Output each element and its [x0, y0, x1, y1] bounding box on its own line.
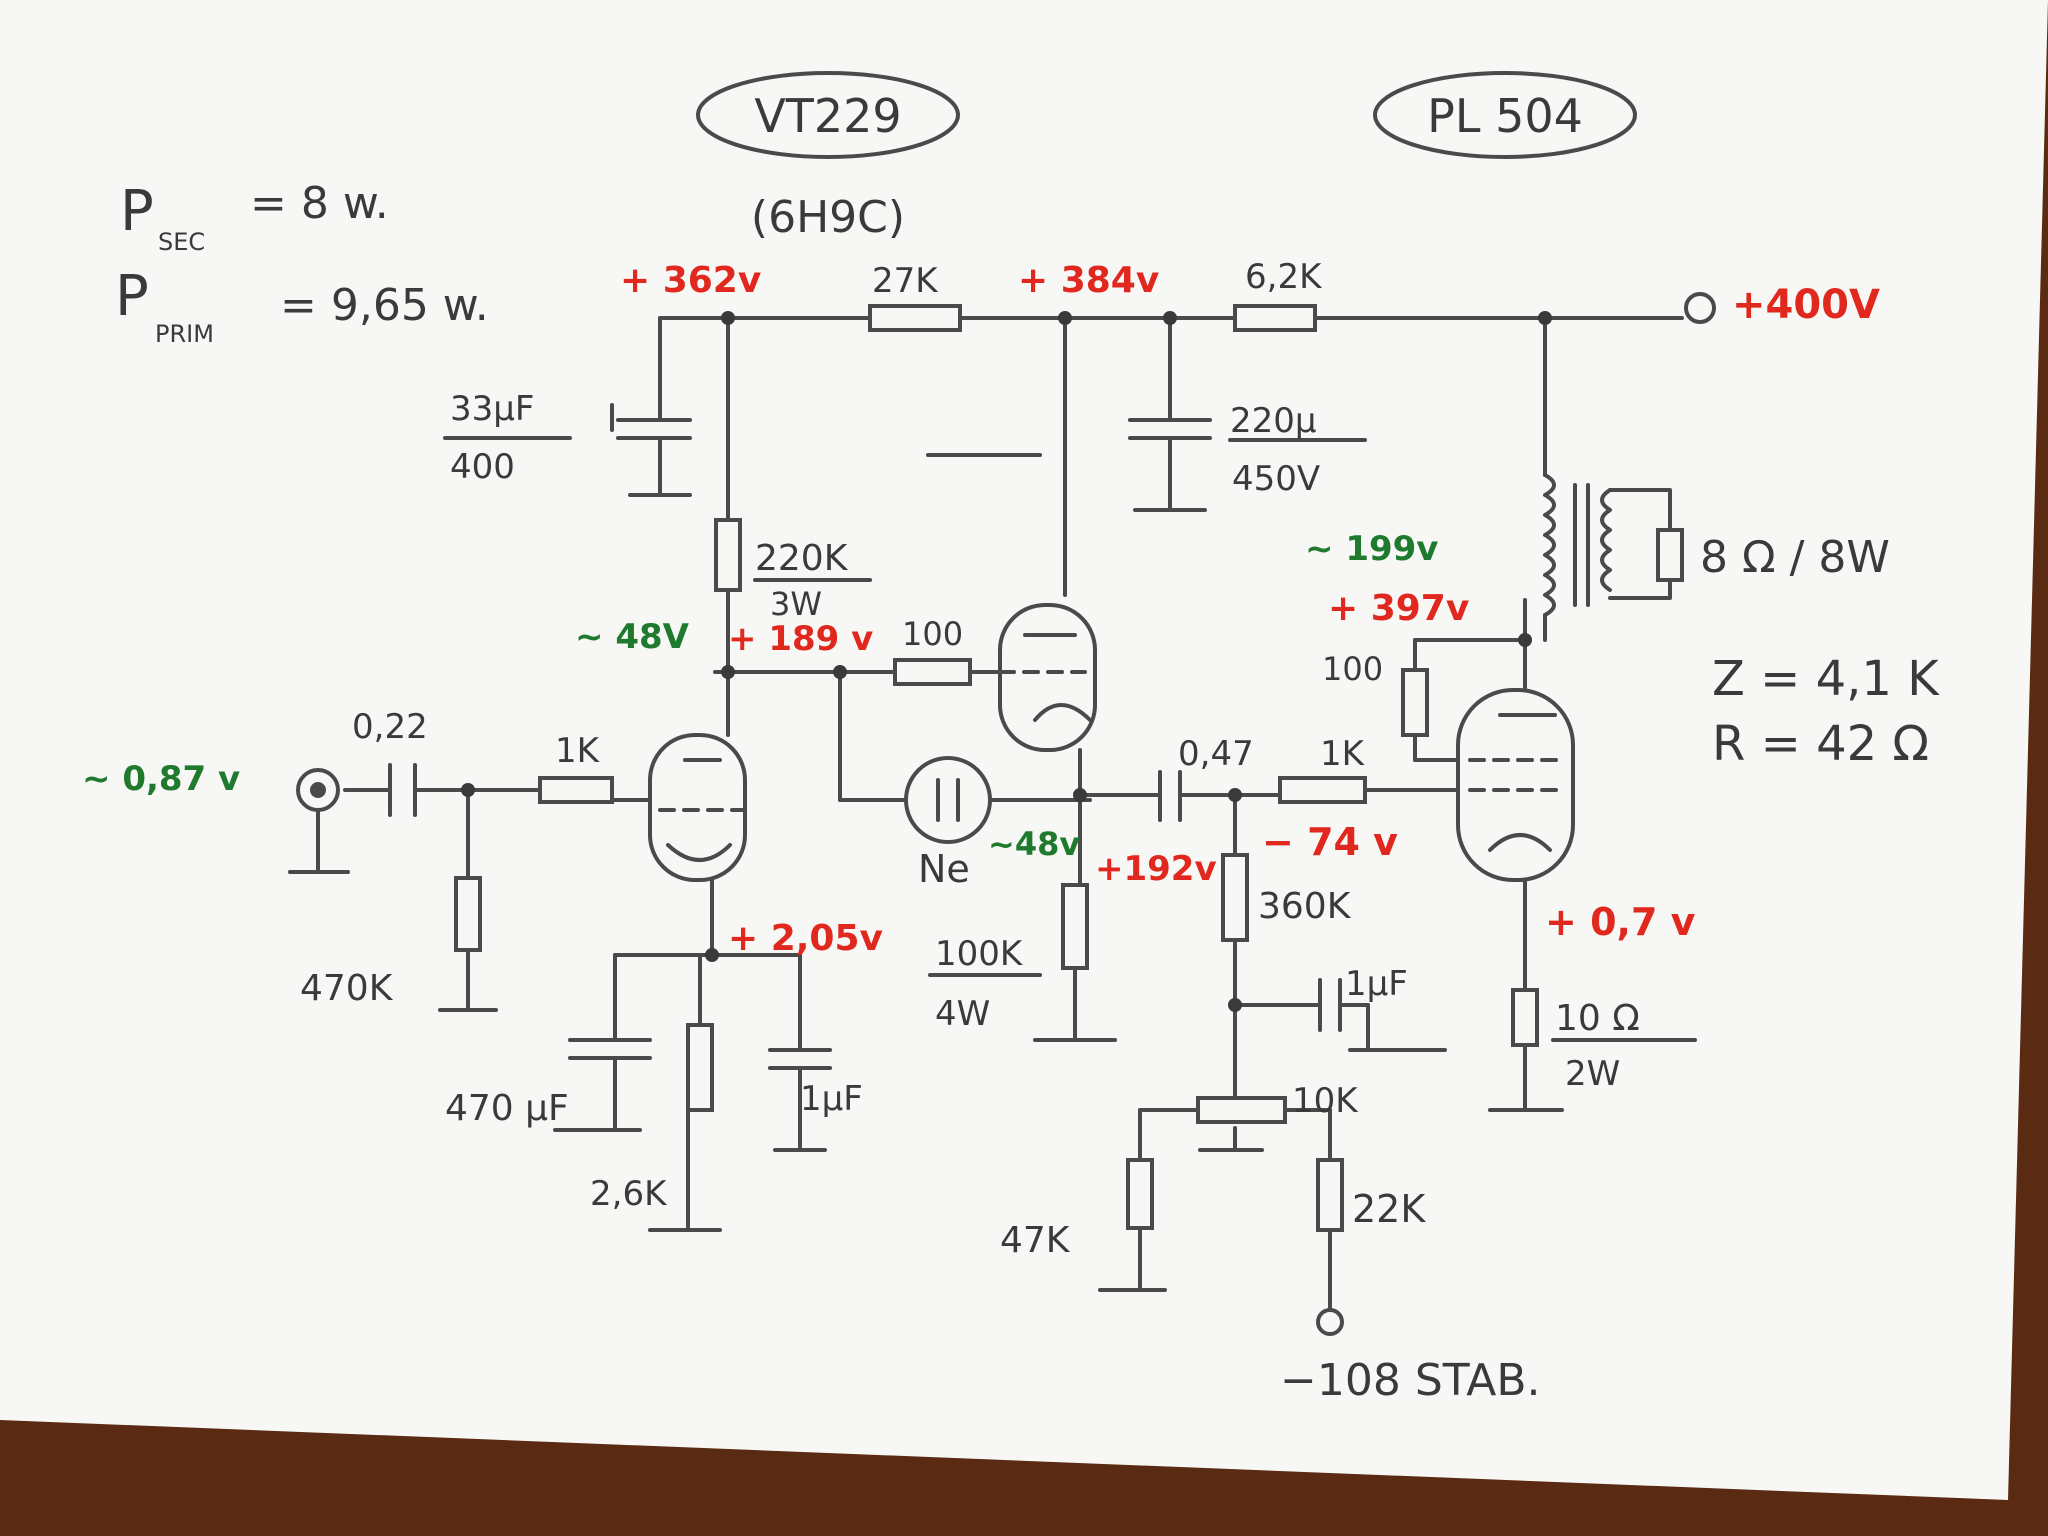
label-1uf-cathode: 1μF — [800, 1079, 863, 1119]
resistor-360k — [1221, 853, 1249, 942]
label-load: 8 Ω / 8W — [1700, 532, 1890, 583]
voltage-400: +400V — [1732, 282, 1880, 328]
label-220k-watt: 3W — [770, 585, 822, 623]
label-2k6: 2,6K — [590, 1174, 668, 1214]
label-100-screen: 100 — [1322, 650, 1383, 688]
label-0-22: 0,22 — [352, 707, 428, 747]
tube-follower — [998, 603, 1097, 752]
voltage-0-7: + 0,7 v — [1545, 900, 1696, 944]
label-470uf: 470 μF — [445, 1088, 569, 1129]
tube-driver — [648, 733, 747, 882]
label-100k-watt: 4W — [935, 994, 990, 1034]
ground-symbols — [288, 870, 1564, 1292]
resistor-22k — [1316, 1158, 1344, 1232]
capacitor-220uf — [1128, 418, 1212, 512]
label-0-47: 0,47 — [1178, 734, 1254, 774]
resistor-100-grid — [893, 658, 972, 686]
voltage-2-05: + 2,05v — [728, 918, 883, 959]
resistor-100k — [1061, 883, 1089, 970]
output-transformer — [1543, 473, 1612, 642]
label-100k: 100K — [935, 934, 1024, 974]
p-sec-symbol: P — [120, 179, 154, 244]
p-sec-subscript: SEC — [158, 228, 205, 256]
resistor-27k — [868, 304, 962, 332]
label-33uf-voltage: 400 — [450, 447, 515, 487]
resistor-47k — [1126, 1158, 1154, 1230]
capacitor-0-22 — [388, 763, 417, 817]
label-360k: 360K — [1258, 886, 1352, 927]
voltage-189: + 189 v — [728, 619, 873, 659]
label-47k: 47K — [1000, 1220, 1071, 1261]
label-1k-input: 1K — [555, 731, 601, 771]
input-jack — [296, 768, 340, 812]
title-vt229: VT229 — [754, 89, 901, 143]
wiring — [316, 316, 1684, 1312]
voltage-397: + 397v — [1328, 588, 1469, 629]
label-220uf: 220μ — [1230, 401, 1317, 441]
label-resistance: R = 42 Ω — [1712, 716, 1929, 772]
resistor-220k — [714, 518, 742, 592]
voltage-362: + 362v — [620, 260, 761, 301]
capacitor-1uf-cathode — [768, 1048, 832, 1152]
voltage-0-87: ~ 0,87 v — [82, 759, 240, 799]
p-prim-value: = 9,65 w. — [280, 280, 489, 331]
title-6h9c: (6H9C) — [751, 192, 905, 243]
label-1uf-bias: 1μF — [1345, 964, 1408, 1004]
bias-terminal — [1316, 1308, 1344, 1336]
label-10-ohm-watt: 2W — [1565, 1054, 1620, 1094]
voltage-48-ac: ~ 48V — [575, 617, 690, 657]
capacitor-33uf — [610, 403, 692, 497]
p-prim-subscript: PRIM — [155, 320, 214, 348]
b-plus-terminal — [1684, 292, 1716, 324]
title-pl504: PL 504 — [1427, 89, 1583, 143]
resistor-2k6 — [686, 1023, 714, 1112]
label-1k-g2: 1K — [1320, 734, 1366, 774]
label-33uf: 33μF — [450, 389, 534, 429]
resistor-1k-g2 — [1278, 776, 1367, 804]
voltage-384: + 384v — [1018, 260, 1159, 301]
label-10k-pot: 10K — [1292, 1081, 1359, 1121]
title-oval-pl504 — [1373, 71, 1637, 159]
voltage-neg74: − 74 v — [1262, 820, 1398, 864]
speaker-load — [1656, 528, 1684, 582]
voltage-199-ac: ~ 199v — [1305, 529, 1438, 569]
voltage-192: +192v — [1095, 849, 1217, 889]
label-impedance: Z = 4,1 K — [1712, 651, 1940, 707]
p-prim-symbol: P — [115, 264, 149, 329]
title-oval-vt229 — [696, 71, 960, 159]
label-220k: 220K — [755, 538, 849, 579]
label-bias-supply: −108 STAB. — [1280, 1355, 1541, 1406]
label-22k: 22K — [1352, 1187, 1426, 1231]
capacitor-0-47 — [1158, 770, 1182, 822]
capacitor-1uf-bias — [1318, 978, 1342, 1032]
neon-lamp — [904, 756, 992, 844]
resistor-1k-input — [538, 776, 614, 804]
label-100-grid: 100 — [902, 615, 963, 653]
junction-dots — [461, 311, 1552, 1012]
resistor-100-screen — [1401, 668, 1429, 737]
label-10-ohm: 10 Ω — [1555, 998, 1640, 1039]
resistor-470k — [454, 876, 482, 952]
label-neon: Ne — [918, 847, 970, 891]
label-220uf-voltage: 450V — [1232, 459, 1320, 499]
voltage-48-ac-2: ~48v — [988, 825, 1080, 863]
paper-sheet — [0, 0, 2048, 1500]
tube-pl504 — [1456, 688, 1575, 882]
label-27k: 27K — [872, 261, 939, 301]
resistor-10-ohm — [1511, 988, 1539, 1047]
label-470k: 470K — [300, 968, 394, 1009]
resistor-6k2 — [1233, 304, 1317, 332]
potentiometer-10k — [1196, 1096, 1287, 1124]
label-6k2: 6,2K — [1245, 257, 1323, 297]
labels: VT229 (6H9C) PL 504 P SEC = 8 w. P PRIM … — [82, 89, 1940, 1406]
symbols — [288, 71, 1716, 1336]
p-sec-value: = 8 w. — [250, 178, 389, 229]
